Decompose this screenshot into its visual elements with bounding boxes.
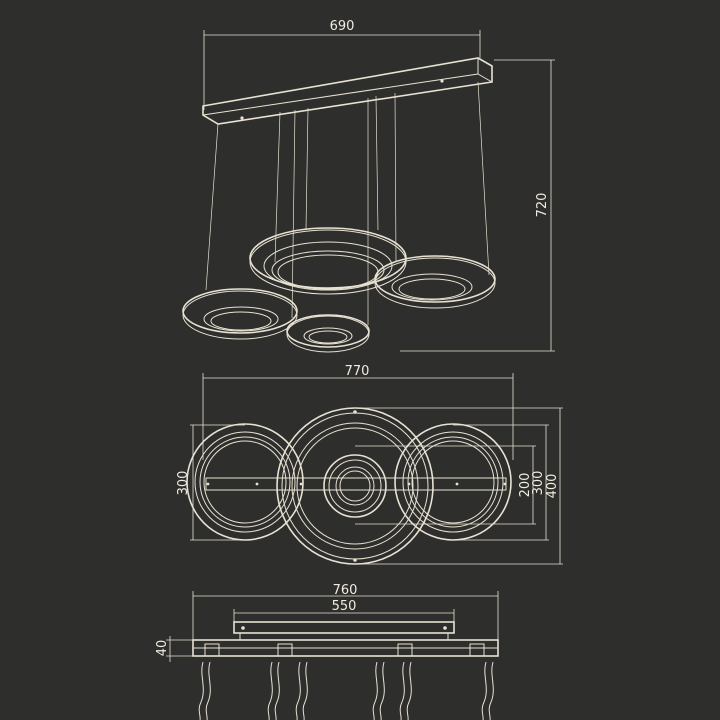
dimension-left-300: 300 bbox=[176, 424, 245, 541]
front-hanging-elements bbox=[198, 661, 494, 720]
front-ring-band bbox=[192, 639, 499, 657]
ring-center-large bbox=[249, 227, 407, 295]
dimension-right-200: 200 bbox=[355, 445, 536, 525]
ring-right bbox=[374, 255, 496, 309]
dimension-label-690: 690 bbox=[330, 19, 355, 34]
dimension-width-690: 690 bbox=[203, 19, 481, 110]
dimension-height-40: 40 bbox=[155, 636, 193, 662]
dimension-width-760: 760 bbox=[192, 583, 499, 640]
front-canopy bbox=[233, 621, 455, 640]
dimension-label-200: 200 bbox=[518, 473, 533, 498]
suspension-wires bbox=[205, 81, 490, 325]
dimension-label-400: 400 bbox=[545, 474, 560, 499]
dimension-width-770: 770 bbox=[202, 364, 514, 460]
top-ring-center-small bbox=[323, 454, 387, 518]
dimension-right-300: 300 bbox=[453, 424, 549, 541]
top-ring-right bbox=[394, 423, 512, 541]
top-ring-center-large bbox=[276, 407, 434, 565]
canopy-bar bbox=[202, 57, 493, 125]
ring-left bbox=[182, 288, 298, 340]
dimension-label-300-left: 300 bbox=[176, 471, 191, 496]
dimension-label-550: 550 bbox=[332, 599, 357, 614]
dimension-label-770: 770 bbox=[345, 364, 370, 379]
dimension-width-550: 550 bbox=[233, 599, 455, 624]
dimension-label-300-right: 300 bbox=[531, 471, 546, 496]
top-view: 770 bbox=[176, 364, 563, 565]
front-view: 760 550 bbox=[155, 583, 499, 720]
top-canopy-bar bbox=[205, 477, 507, 491]
dimension-label-40: 40 bbox=[155, 640, 170, 657]
dimension-height-720: 720 bbox=[400, 59, 555, 352]
dimension-right-400: 400 bbox=[355, 407, 563, 565]
ring-small-front bbox=[286, 314, 370, 353]
dimension-label-720: 720 bbox=[535, 193, 550, 218]
perspective-view: 690 bbox=[182, 19, 555, 353]
dimension-label-760: 760 bbox=[333, 583, 358, 598]
